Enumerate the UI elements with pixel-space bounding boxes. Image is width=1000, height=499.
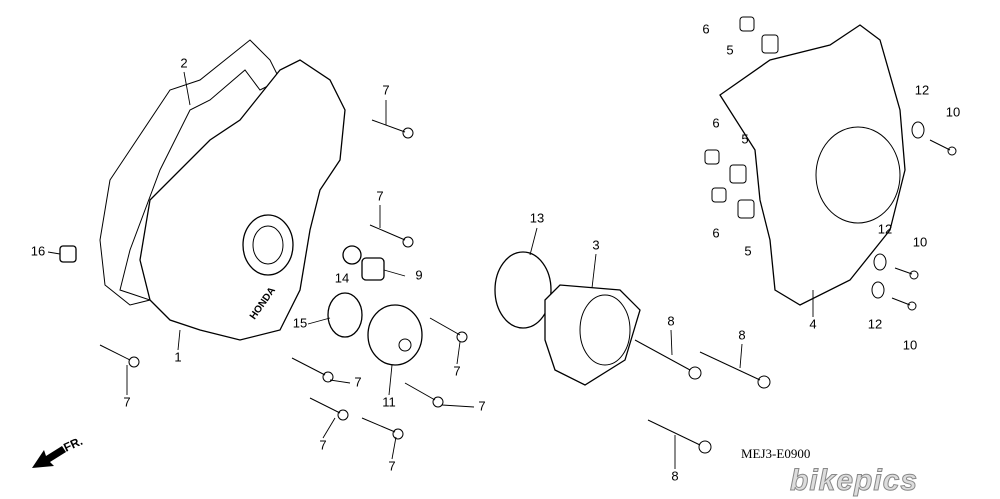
- cover-4-face: [815, 126, 901, 224]
- callout: 1: [174, 349, 181, 364]
- callout-labels: 2 7 7 16 14 9 15 1 7 7 11 7 7 7 7 13 3 8…: [31, 21, 960, 483]
- callout: 8: [738, 327, 745, 342]
- sprocket-cover-part-4: [719, 24, 906, 306]
- callout: 7: [453, 363, 460, 378]
- callout: 12: [868, 316, 882, 331]
- callout: 6: [702, 21, 709, 36]
- callout: 2: [180, 55, 187, 70]
- bolts-center: [634, 339, 771, 454]
- callout: 7: [382, 82, 389, 97]
- diagram-code: MEJ3-E0900: [741, 446, 810, 461]
- left-crankcase-cover-part-1: [139, 59, 346, 341]
- callout: 5: [726, 42, 733, 57]
- callout: 6: [712, 225, 719, 240]
- cover-3-face: [579, 294, 631, 366]
- cap-part-11: [367, 304, 423, 366]
- callout: 7: [123, 394, 130, 409]
- cap-slot: [398, 338, 412, 352]
- o-ring-part-15: [327, 292, 363, 338]
- o-ring-part-13: [494, 251, 552, 329]
- direction-label: FR.: [61, 434, 84, 455]
- callout: 5: [741, 131, 748, 146]
- callout: 10: [903, 337, 917, 352]
- dowel-part-16: [59, 245, 77, 263]
- callout: 4: [809, 316, 816, 331]
- callout: 6: [712, 115, 719, 130]
- callout: 14: [335, 270, 349, 285]
- bolts-left: [99, 119, 468, 440]
- callout: 13: [530, 210, 544, 225]
- callout: 12: [915, 82, 929, 97]
- cover-bore-inner: [252, 225, 284, 265]
- callout: 5: [744, 243, 751, 258]
- callout: 7: [376, 188, 383, 203]
- grommets-right: [704, 16, 957, 311]
- callout: 3: [592, 237, 599, 252]
- cover-bore: [242, 214, 294, 276]
- washer-part-14: [342, 245, 362, 265]
- callout: 7: [319, 437, 326, 452]
- callout: 10: [946, 104, 960, 119]
- callout: 12: [878, 221, 892, 236]
- callout: 11: [382, 394, 396, 409]
- plug-part-9: [361, 257, 385, 281]
- gasket-part-2: [99, 39, 281, 306]
- callout: 15: [293, 315, 307, 330]
- watermark-logo: bikepics: [790, 464, 918, 497]
- callout: 7: [354, 374, 361, 389]
- cover-part-3: [544, 284, 641, 386]
- leader-lines: [47, 71, 814, 469]
- callout: 7: [478, 398, 485, 413]
- callout: 9: [415, 267, 422, 282]
- callout: 7: [388, 458, 395, 473]
- callout: 8: [671, 468, 678, 483]
- front-arrow-icon: FR.: [32, 434, 85, 468]
- callout: 16: [31, 243, 45, 258]
- callout: 8: [667, 313, 674, 328]
- callout: 10: [913, 234, 927, 249]
